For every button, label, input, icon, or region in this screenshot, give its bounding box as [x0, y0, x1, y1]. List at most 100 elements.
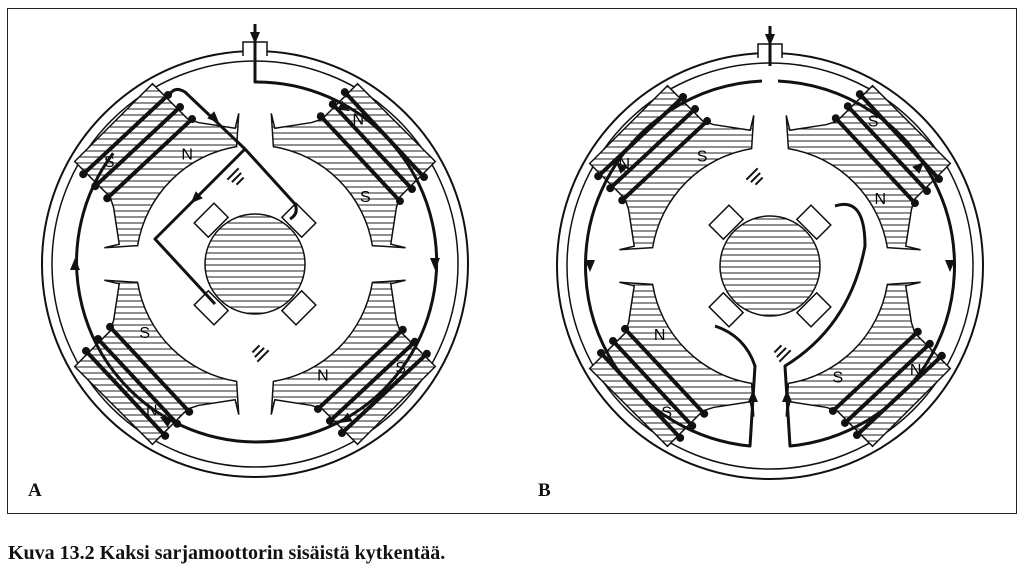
series-field-wire-left: [584, 79, 763, 448]
coil-terminal-dot: [422, 349, 431, 358]
ground-symbol-icon: [251, 344, 270, 363]
field-coil-turn: [831, 330, 920, 413]
figure-frame: [7, 8, 1017, 514]
coil-terminal-dot: [618, 196, 627, 205]
pole-body: [785, 84, 952, 251]
pole-label-outer: S: [661, 405, 672, 422]
pole-label-inner: N: [875, 191, 887, 208]
coil-terminal-dot: [407, 185, 416, 194]
field-coil-turn: [81, 93, 170, 176]
pole-label-inner: S: [833, 369, 844, 386]
field-pole-bottom-left: NS: [73, 279, 240, 446]
pole-label-outer: N: [352, 111, 364, 128]
coil-terminal-dot: [597, 348, 606, 357]
coil-terminal-dot: [419, 173, 428, 182]
panel-label-b: B: [538, 480, 551, 501]
pole-label-inner: N: [181, 147, 193, 164]
coil-terminal-dot: [937, 351, 946, 360]
brush: [193, 289, 230, 326]
coil-terminal-dot: [676, 433, 685, 442]
coil-terminal-dot: [103, 194, 112, 203]
brush: [708, 291, 745, 328]
field-coil-turn: [96, 337, 179, 426]
current-arrow-icon: [765, 34, 775, 46]
pole-label-inner: N: [654, 327, 666, 344]
coil-terminal-dot: [325, 416, 334, 425]
field-coil-turn: [620, 119, 709, 202]
coil-terminal-dot: [328, 100, 337, 109]
pole-label-inner: S: [139, 325, 150, 342]
field-pole-top-right: NS: [270, 82, 437, 249]
coil-terminal-dot: [913, 327, 922, 336]
coil-terminal-dot: [700, 409, 709, 418]
coil-terminal-dot: [688, 421, 697, 430]
armature-lead-wire: [153, 147, 247, 306]
pole-body: [73, 82, 240, 249]
coil-terminal-dot: [691, 105, 700, 114]
brush: [280, 289, 317, 326]
current-arrow-icon: [190, 191, 203, 204]
field-pole-bottom-right: NS: [785, 281, 952, 448]
pole-body: [73, 279, 240, 446]
armature: [204, 213, 306, 315]
pole-label-outer: S: [104, 154, 115, 171]
field-coil-turn: [611, 339, 694, 428]
pole-body: [785, 281, 952, 448]
current-arrow-icon: [585, 260, 595, 272]
coil-terminal-dot: [925, 339, 934, 348]
coil-terminal-dot: [594, 172, 603, 181]
coil-terminal-dot: [398, 325, 407, 334]
coil-terminal-dot: [313, 404, 322, 413]
coil-terminal-dot: [106, 322, 115, 331]
current-arrow-icon: [207, 111, 220, 124]
current-arrow-icon: [430, 258, 440, 270]
field-pole-bottom-left: SN: [588, 281, 755, 448]
current-arrow-icon: [782, 390, 792, 402]
field-coil-turn: [331, 102, 414, 191]
coil-terminal-dot: [185, 407, 194, 416]
pole-body: [270, 279, 437, 446]
field-pole-bottom-right: SN: [270, 279, 437, 446]
pole-body: [588, 84, 755, 251]
pole-label-inner: N: [317, 367, 329, 384]
coil-terminal-dot: [703, 117, 712, 126]
coil-terminal-dot: [852, 430, 861, 439]
field-coil-turn: [328, 340, 417, 423]
current-arrow-icon: [159, 416, 173, 428]
field-coil-turn: [316, 328, 405, 411]
coil-terminal-dot: [679, 93, 688, 102]
field-coil-turn: [105, 117, 194, 200]
current-arrow-icon: [70, 258, 80, 270]
field-coil-turn: [319, 114, 402, 203]
ground-symbol-icon: [226, 167, 245, 186]
field-coil-turn: [340, 352, 429, 435]
current-arrow-icon: [337, 100, 351, 112]
field-coil-turn: [93, 105, 182, 188]
armature: [719, 215, 821, 317]
field-coil-turn: [834, 116, 917, 205]
brush: [193, 202, 230, 239]
pole-label-inner: S: [360, 189, 371, 206]
coil-terminal-dot: [828, 406, 837, 415]
current-arrow-icon: [339, 412, 353, 423]
pole-body: [270, 82, 437, 249]
field-pole-top-right: SN: [785, 84, 952, 251]
panel-label-a: A: [28, 480, 42, 501]
field-coil-turn: [608, 107, 697, 190]
coil-terminal-dot: [161, 431, 170, 440]
current-arrow-icon: [912, 161, 925, 174]
coil-terminal-dot: [176, 103, 185, 112]
coil-terminal-dot: [934, 175, 943, 184]
coil-terminal-dot: [609, 336, 618, 345]
field-coil-turn: [846, 104, 929, 193]
field-coil-turn: [843, 342, 932, 425]
brush: [708, 204, 745, 241]
coil-terminal-dot: [843, 102, 852, 111]
ground-symbol-icon: [745, 167, 764, 186]
current-arrow-icon: [945, 260, 955, 272]
